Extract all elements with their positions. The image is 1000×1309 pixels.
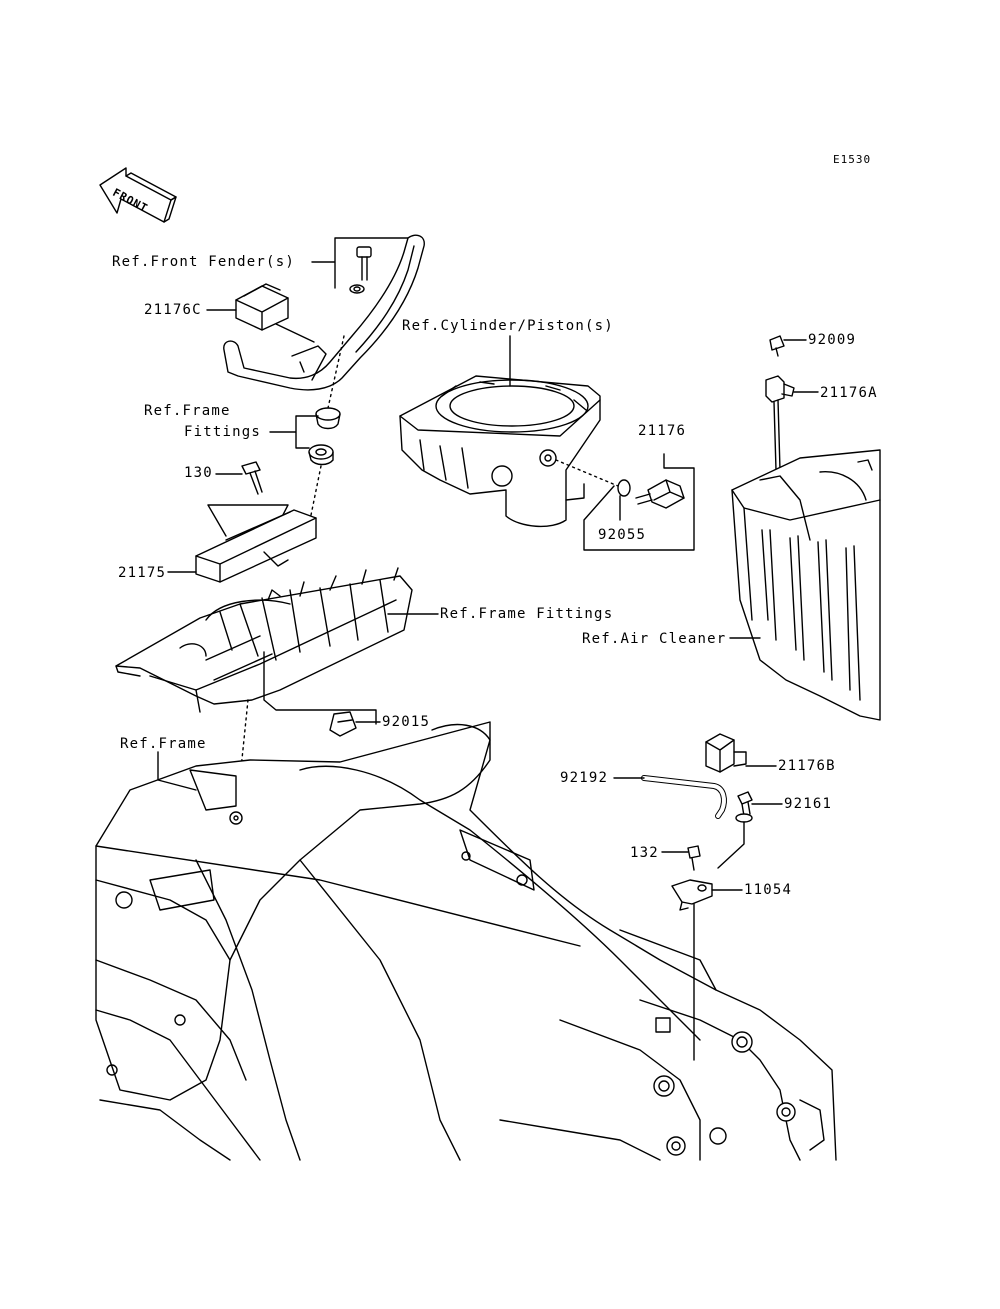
oring-92055 xyxy=(617,479,631,497)
motorcycle-frame xyxy=(95,721,837,1161)
leader-21176-bracket xyxy=(583,453,695,551)
label-ref-frame-fittings-2: Ref.Frame Fittings xyxy=(440,606,614,622)
diagram-code: E1530 xyxy=(833,153,872,166)
label-ref-air-cleaner: Ref.Air Cleaner xyxy=(582,631,727,647)
label-ref-front-fender: Ref.Front Fender(s) xyxy=(112,254,295,270)
dash-line-tray xyxy=(235,699,249,819)
label-92192: 92192 xyxy=(560,770,609,786)
label-132: 132 xyxy=(630,845,659,861)
label-92009: 92009 xyxy=(808,332,857,348)
screw-92009 xyxy=(769,335,785,357)
sensor-21176a xyxy=(765,375,795,471)
leader-92015-bracket xyxy=(263,651,377,725)
bolt-132 xyxy=(687,845,701,871)
label-92055: 92055 xyxy=(598,527,647,543)
dash-line-fitting xyxy=(309,335,345,521)
bolt-130 xyxy=(241,461,263,495)
dash-line-cylinder xyxy=(555,459,619,487)
sensor-21176c xyxy=(235,283,315,343)
label-ref-frame-fittings-a: Ref.Frame xyxy=(144,403,231,419)
engine-cylinder xyxy=(399,375,601,528)
temp-sensor-21176 xyxy=(635,479,685,509)
label-21176a: 21176A xyxy=(820,385,878,401)
grommet-parts xyxy=(308,407,341,466)
fitting-92161 xyxy=(735,791,753,823)
sensor-21176b xyxy=(705,733,747,773)
label-ref-cylinder: Ref.Cylinder/Piston(s) xyxy=(402,318,614,334)
label-11054: 11054 xyxy=(744,882,793,898)
label-21176b: 21176B xyxy=(778,758,836,774)
leader-ref-frame xyxy=(157,751,197,791)
air-cleaner-box xyxy=(731,449,881,721)
label-92015: 92015 xyxy=(382,714,431,730)
front-arrow-icon xyxy=(99,167,177,223)
ecu-21175 xyxy=(195,509,317,583)
label-92161: 92161 xyxy=(784,796,833,812)
leader-92161-bracket xyxy=(717,821,745,869)
clip-nut-92015 xyxy=(329,711,357,737)
leader-frame-fittings-1 xyxy=(269,415,319,449)
front-fender-bracket xyxy=(223,234,425,391)
ecu-mounting-tray xyxy=(115,567,413,713)
leader-front-fender xyxy=(311,237,409,289)
label-21175: 21175 xyxy=(118,565,167,581)
label-ref-frame-fittings-b: Fittings xyxy=(184,424,262,440)
label-21176c: 21176C xyxy=(144,302,202,318)
hose-92192 xyxy=(641,775,727,819)
label-ref-frame: Ref.Frame xyxy=(120,736,207,752)
label-130: 130 xyxy=(184,465,213,481)
bracket-11054 xyxy=(671,879,713,911)
label-21176: 21176 xyxy=(638,423,687,439)
